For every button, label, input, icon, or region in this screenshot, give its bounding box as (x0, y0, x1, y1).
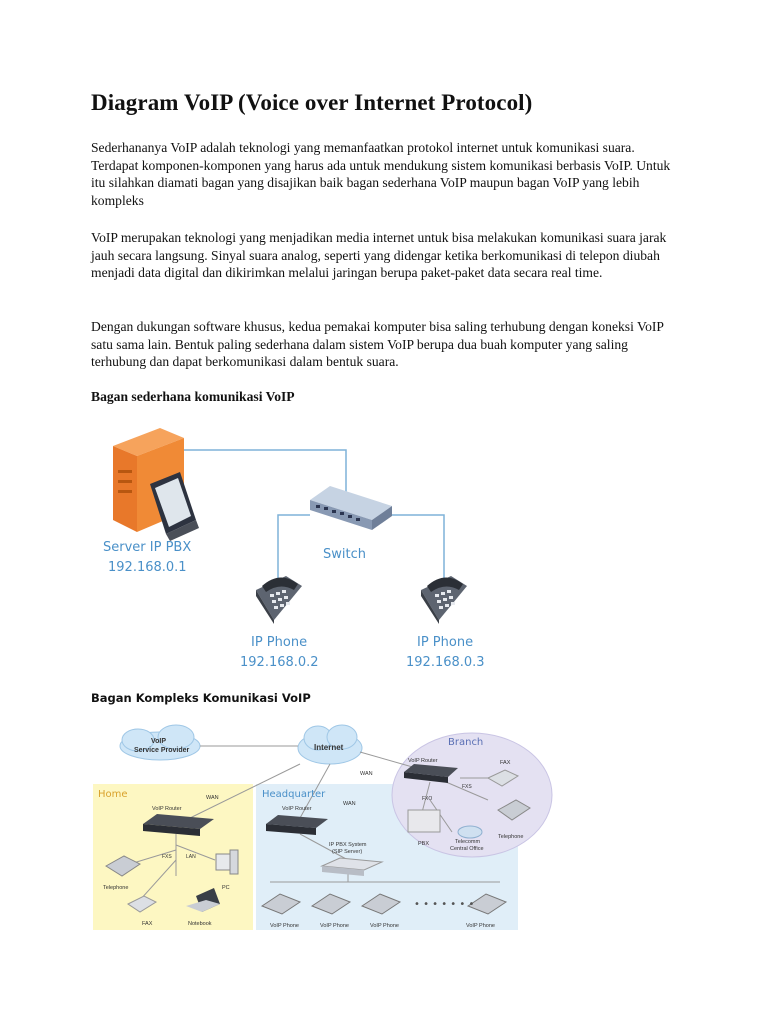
telephone-icon (497, 799, 531, 821)
complex-diagram-links (129, 745, 500, 901)
phone-ellipsis: • • • • • • • (414, 899, 474, 910)
complex-diagram-heading: Bagan Kompleks Komunikasi VoIP (91, 691, 311, 705)
server-ip: 192.168.0.1 (108, 560, 187, 575)
ip-phone-a-ip: 192.168.0.2 (240, 655, 319, 670)
simple-diagram-heading: Bagan sederhana komunikasi VoIP (91, 389, 295, 404)
voip-phone-icon (260, 893, 302, 915)
voip-phone-icon (360, 893, 402, 915)
branch-fxs-label: FXS (462, 784, 472, 790)
home-router-icon (143, 814, 214, 836)
central-office-label-line1: Telecomm (455, 839, 480, 845)
voip-phone-icon (466, 893, 508, 915)
ip-phone-b-label: IP Phone (417, 635, 473, 650)
hq-wan-label: WAN (343, 801, 356, 807)
branch-telephone-label: Telephone (498, 834, 523, 840)
service-provider-cloud (119, 724, 201, 761)
home-router-label: VoIP Router (152, 806, 182, 812)
page-title: Diagram VoIP (Voice over Internet Protoc… (91, 90, 533, 115)
home-pc-label: PC (222, 885, 230, 891)
home-wan-label: WAN (206, 795, 219, 801)
home-fxs-label: FXS (162, 854, 172, 860)
branch-router-icon (404, 764, 458, 783)
voip-phone-label: VoIP Phone (320, 923, 349, 929)
fax-icon (127, 895, 158, 913)
ip-phone-a-label: IP Phone (251, 635, 307, 650)
server-label: Server IP PBX (103, 540, 191, 555)
home-title: Home (98, 789, 128, 800)
central-office-label-line2: Central Office (450, 846, 484, 852)
ip-phone-icon (421, 576, 467, 624)
home-lan-label: LAN (186, 854, 196, 860)
simple-diagram-links (180, 449, 445, 580)
branch-fax-label: FAX (500, 760, 511, 766)
internet-label: Internet (314, 743, 344, 752)
ip-phone-icon (256, 576, 302, 624)
provider-label-line1: VoIP (151, 738, 166, 745)
home-fax-label: FAX (142, 921, 153, 927)
paragraph-voip-definition: VoIP merupakan teknologi yang menjadikan… (91, 230, 667, 281)
pbx-icon (407, 809, 441, 833)
notebook-icon (186, 888, 220, 912)
paragraph-intro: Sederhananya VoIP adalah teknologi yang … (91, 140, 671, 208)
hq-pbx-label-line1: IP PBX System (329, 842, 367, 848)
branch-pbx-label: PBX (418, 841, 429, 847)
telephone-icon (105, 855, 141, 877)
hq-router-icon (266, 815, 328, 835)
branch-router-label: VoIP Router (408, 758, 438, 764)
voip-phone-label: VoIP Phone (466, 923, 495, 929)
home-notebook-label: Notebook (188, 921, 212, 927)
hq-branch-wan-label: WAN (360, 771, 373, 777)
hq-router-label: VoIP Router (282, 806, 312, 812)
voip-phone-row (260, 893, 508, 915)
branch-title: Branch (448, 737, 483, 748)
fax-icon (486, 769, 520, 787)
paragraph-software: Dengan dukungan software khusus, kedua p… (91, 319, 664, 370)
switch-icon (310, 486, 392, 530)
sip-server-icon (320, 857, 384, 876)
home-telephone-label: Telephone (103, 885, 128, 891)
voip-phone-label: VoIP Phone (370, 923, 399, 929)
pc-icon (215, 849, 239, 875)
hq-pbx-label-line2: (SIP Server) (332, 849, 362, 855)
ip-phone-b-ip: 192.168.0.3 (406, 655, 485, 670)
internet-cloud (297, 724, 363, 765)
provider-label-line2: Service Provider (134, 747, 190, 754)
central-office-icon (457, 825, 483, 839)
switch-label: Switch (323, 547, 366, 562)
voip-phone-label: VoIP Phone (270, 923, 299, 929)
branch-fxo-label: FXO (422, 796, 432, 802)
headquarter-title: Headquarter (262, 789, 326, 800)
monitor-icon (150, 472, 199, 541)
voip-phone-icon (310, 893, 352, 915)
